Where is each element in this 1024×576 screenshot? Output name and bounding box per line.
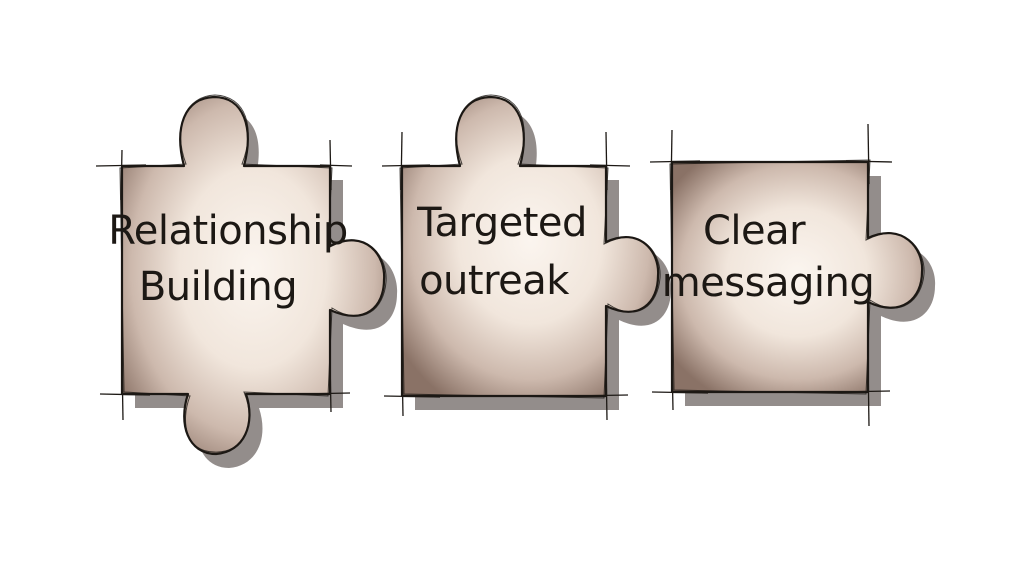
puzzle-piece-relationship-building: Relationship Building: [95, 94, 398, 468]
piece-sketch-line: [669, 159, 925, 395]
piece-body: [120, 95, 386, 456]
piece-sketch-line: [399, 94, 661, 399]
piece-label-line1: Clear: [703, 208, 806, 254]
piece-label-line2: outreak: [419, 258, 570, 304]
piece-label-line2: Building: [139, 264, 297, 310]
piece-label-line1: Targeted: [416, 200, 587, 246]
piece-label-line2: messaging: [662, 260, 875, 306]
piece-label-line1: Relationship: [108, 208, 348, 254]
puzzle-piece-targeted-outreak: Targeted outreak: [381, 94, 672, 421]
piece-sketch-line: [119, 94, 387, 453]
puzzle-piece-clear-messaging: Clear messaging: [649, 123, 936, 427]
